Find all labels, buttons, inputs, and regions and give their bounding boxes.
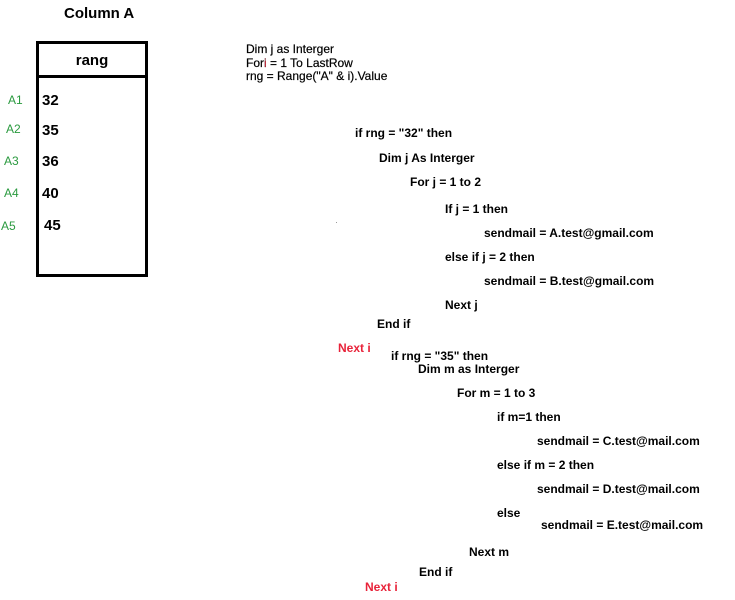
row-ref-label: A4 [4,186,19,200]
code-if-35: if rng = "35" then [391,349,489,363]
row-ref-label: A3 [4,154,19,168]
row-ref-label: A1 [8,93,23,107]
code-dim-j: Dim j As Interger [379,151,475,165]
cell-value: 35 [42,122,59,139]
code-if-32: if rng = "32" then [355,126,453,140]
code-next-i-1: Next i [338,341,371,355]
code-mail-a: sendmail = A.test@gmail.com [484,226,654,240]
code-if-m1: if m=1 then [497,410,561,424]
code-next-j: Next j [445,298,478,312]
code-dim-m: Dim m as Interger [418,362,520,376]
column-table: rang [36,41,148,277]
code-line-for: Fori = 1 To LastRow [246,56,353,70]
stray-dot [336,222,337,223]
code-for-j: For j = 1 to 2 [410,175,482,189]
code-else: else [497,506,521,520]
column-header: rang [39,44,145,78]
cell-value: 40 [42,185,59,202]
code-next-i-2: Next i [365,580,398,594]
row-ref-label: A2 [6,122,21,136]
row-ref-label: A5 [1,219,16,233]
code-mail-e: sendmail = E.test@mail.com [541,518,704,532]
code-end-if-1: End if [377,317,411,331]
code-line-dim: Dim j as Interger [246,42,335,56]
code-for-m: For m = 1 to 3 [457,386,536,400]
cell-value: 36 [42,153,59,170]
code-line-assign: rng = Range("A" & i).Value [246,69,388,83]
code-for-range: = 1 To LastRow [270,56,353,70]
code-end-if-2: End if [419,565,453,579]
code-for-keyword: For [246,56,264,70]
code-mail-d: sendmail = D.test@mail.com [537,482,700,496]
code-mail-c: sendmail = C.test@mail.com [537,434,700,448]
code-mail-b: sendmail = B.test@gmail.com [484,274,655,288]
cell-value: 32 [42,92,59,109]
code-for-variable: i [264,56,267,70]
cell-value: 45 [44,217,61,234]
column-title: Column A [64,5,135,22]
code-elseif-j2: else if j = 2 then [445,250,535,264]
code-elseif-m2: else if m = 2 then [497,458,595,472]
code-if-j1: If j = 1 then [445,202,509,216]
code-next-m: Next m [469,545,510,559]
